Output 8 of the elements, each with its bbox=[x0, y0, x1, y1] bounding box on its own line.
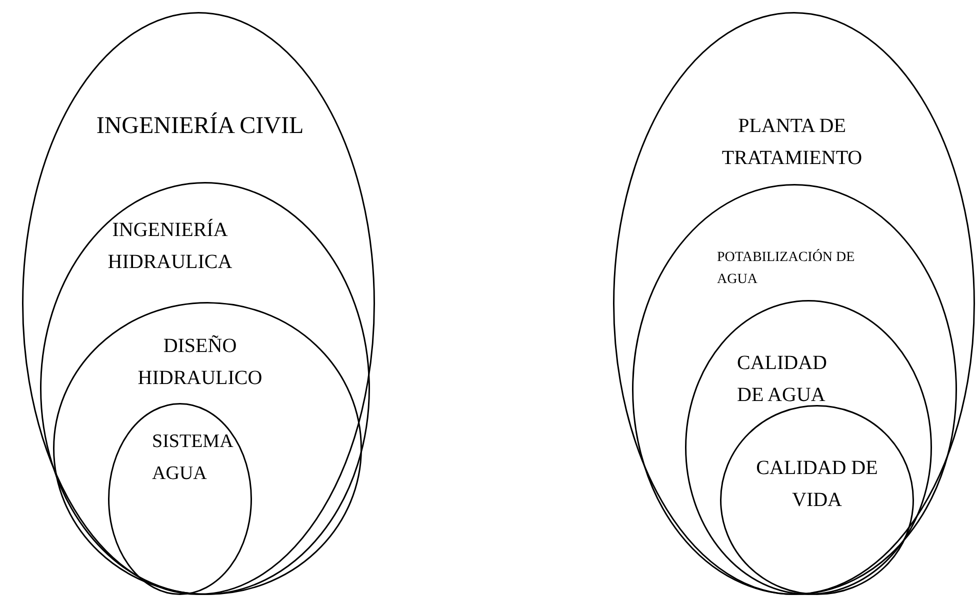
ellipse-label: CALIDAD DE VIDA bbox=[755, 456, 879, 513]
ellipse-label: POTABILIZACIÓN DE AGUA bbox=[717, 248, 856, 289]
ellipse-label: INGENIERÍA HIDRAULICA bbox=[106, 218, 234, 275]
ellipse-label: PLANTA DE TRATAMIENTO bbox=[720, 114, 864, 171]
ellipse-label: SISTEMA AGUA bbox=[152, 430, 234, 486]
ellipse-label: CALIDAD DE AGUA bbox=[737, 351, 828, 408]
ellipse-label: INGENIERÍA CIVIL bbox=[95, 111, 305, 141]
ellipse-label: DISEÑO HIDRAULICO bbox=[136, 334, 264, 391]
